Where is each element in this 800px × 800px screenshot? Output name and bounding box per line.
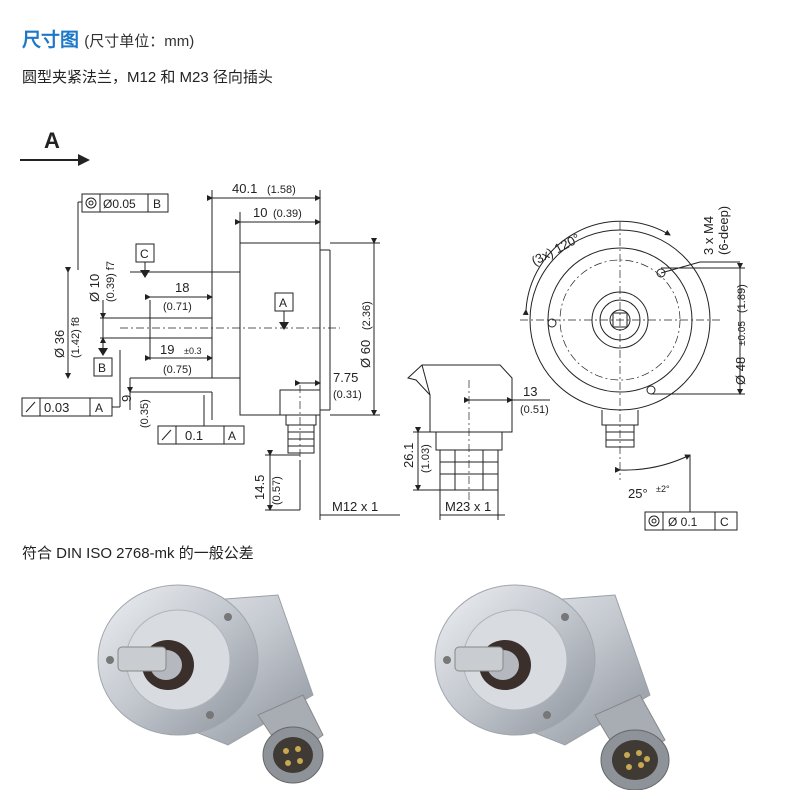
- dim-connector-offset-in: (0.31): [333, 389, 362, 401]
- gdt-bottom-value: 0.1: [185, 428, 203, 443]
- dim-m23-offset: 13: [523, 384, 537, 399]
- title-note: (尺寸单位：mm): [84, 33, 195, 50]
- page-subtitle: 圆型夹紧法兰，M12 和 M23 径向插头: [22, 69, 273, 86]
- encoder-photo-m12: [97, 584, 324, 784]
- dim-spigot-diameter: Ø 36: [52, 330, 67, 358]
- gdt-runout-left: 0.03 A: [21, 397, 113, 417]
- dim-shaft-length-in: (0.71): [163, 301, 192, 313]
- label-m12: M12 x 1: [332, 499, 378, 514]
- encoder-photo-m23: [434, 584, 670, 790]
- dim-len-10: 10: [253, 205, 267, 220]
- dim-m23-offset-in: (0.51): [520, 404, 549, 416]
- dim-body-diameter-in: (2.36): [361, 301, 373, 330]
- m23-view: [406, 364, 550, 520]
- gdt-concentric-top: Ø0.05 B: [81, 193, 169, 213]
- dim-flange-tol: ±0.3: [184, 346, 201, 356]
- datum-a-box: A: [274, 292, 294, 312]
- flange-outline: [211, 271, 241, 379]
- gdt-concentric-right: Ø 0.1 C: [644, 511, 738, 531]
- gdt-bottom-datum: A: [228, 429, 236, 443]
- housing-outline: [239, 242, 321, 416]
- gdt-right-value: Ø 0.1: [668, 515, 698, 529]
- dim-spigot-diameter-in: (1.42) f8: [70, 317, 82, 358]
- gdt-left-datum: A: [95, 401, 103, 415]
- dim-hole-pitch: (3x) 120°: [529, 230, 583, 268]
- datum-c-box: C: [135, 243, 155, 263]
- datum-b-box: B: [93, 357, 113, 377]
- side-view: [65, 190, 400, 520]
- gdt-left-value: 0.03: [44, 400, 69, 415]
- datum-c-label: C: [140, 247, 149, 261]
- dim-shaft-diameter: Ø 10: [87, 274, 102, 302]
- dim-flange-length: 19: [160, 342, 174, 357]
- gdt-top-datum: B: [153, 197, 161, 211]
- dim-step-9: 9: [119, 395, 134, 402]
- dim-shaft-length: 18: [175, 280, 189, 295]
- gdt-top-value: Ø0.05: [103, 197, 136, 211]
- dimension-drawing: A: [20, 128, 748, 531]
- dim-m12-length-in: (0.57): [271, 476, 283, 505]
- dim-bolt-circle-in: (1.89): [736, 284, 748, 313]
- gdt-runout-bottom: 0.1 A: [157, 425, 245, 445]
- dim-step-9-in: (0.35): [139, 399, 151, 428]
- tolerance-note: 符合 DIN ISO 2768-mk 的一般公差: [22, 545, 254, 562]
- page-title: 尺寸图 (尺寸单位：mm): [22, 25, 194, 52]
- dim-length-total: 40.1: [232, 181, 257, 196]
- dim-length-total-in: (1.58): [267, 184, 296, 196]
- datum-a-label: A: [279, 296, 287, 310]
- dim-m23-length-in: (1.03): [420, 444, 432, 473]
- title-main: 尺寸图: [22, 30, 80, 51]
- dim-thread-depth: (6-deep): [716, 206, 731, 255]
- front-view: [520, 220, 745, 512]
- gdt-right-datum: C: [720, 515, 729, 529]
- dim-angle-tol: ±2°: [656, 484, 670, 494]
- dim-shaft-diameter-in: (0.39) f7: [105, 261, 117, 302]
- dim-m23-length: 26.1: [401, 443, 416, 468]
- dim-connector-offset: 7.75: [333, 370, 358, 385]
- dim-thread: 3 x M4: [701, 216, 716, 255]
- dim-m12-length: 14.5: [252, 475, 267, 500]
- dim-bolt-circle: Ø 48: [733, 357, 748, 385]
- view-label: A: [44, 128, 60, 153]
- dim-angle: 25°: [628, 486, 648, 501]
- dim-flange-length-in: (0.75): [163, 364, 192, 376]
- datum-b-label: B: [98, 361, 106, 375]
- dim-bolt-tol: ±0.05: [737, 321, 748, 346]
- dim-len-10-in: (0.39): [273, 208, 302, 220]
- label-m23: M23 x 1: [445, 499, 491, 514]
- dim-body-diameter: Ø 60: [358, 340, 373, 368]
